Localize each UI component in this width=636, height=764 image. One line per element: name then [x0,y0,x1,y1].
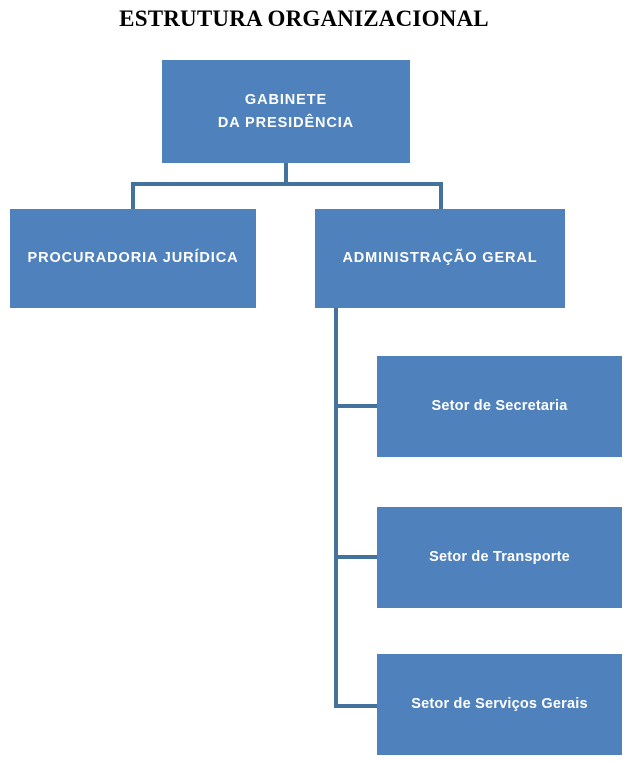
node-setor-de-transporte[interactable]: Setor de Transporte [377,507,622,608]
connector-gabinete-stem [284,163,288,184]
node-secretaria-label: Setor de Secretaria [431,398,568,415]
node-servicos-label: Setor de Serviços Gerais [411,696,588,713]
connector-branch-servicos [334,704,378,708]
node-administracao-label: ADMINISTRAÇÃO GERAL [342,250,538,267]
connector-administracao-trunk [334,308,338,708]
node-setor-de-servicos-gerais[interactable]: Setor de Serviços Gerais [377,654,622,755]
connector-branch-transporte [334,555,378,559]
node-administracao-geral[interactable]: ADMINISTRAÇÃO GERAL [315,209,565,308]
connector-level2-left-drop [131,182,135,210]
page-title: ESTRUTURA ORGANIZACIONAL [119,6,489,31]
connector-level2-right-drop [439,182,443,210]
node-setor-de-secretaria[interactable]: Setor de Secretaria [377,356,622,457]
node-gabinete-da-presidencia[interactable]: GABINETE DA PRESIDÊNCIA [162,60,410,163]
node-gabinete-label: GABINETE DA PRESIDÊNCIA [217,92,355,131]
connector-branch-secretaria [334,404,378,408]
node-procuradoria-label: PROCURADORIA JURÍDICA [27,250,239,267]
node-transporte-label: Setor de Transporte [429,549,570,566]
connector-level2-horizontal-bar [131,182,443,186]
node-procuradoria-juridica[interactable]: PROCURADORIA JURÍDICA [10,209,256,308]
